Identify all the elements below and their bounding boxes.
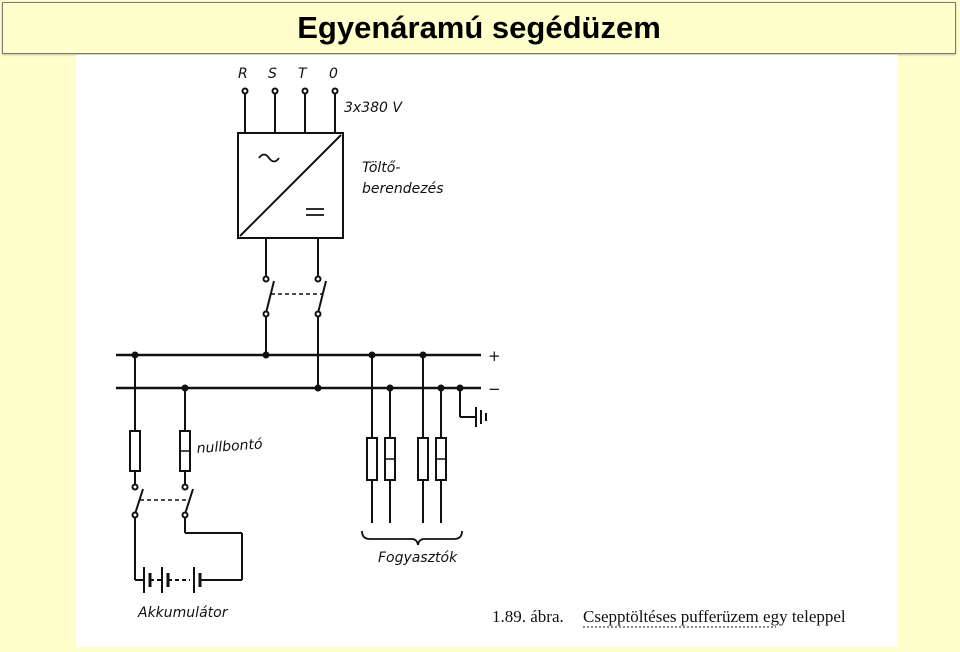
- circuit-diagram: R S T 0 3x380 V Töltő- berendezés + − nu…: [76, 55, 898, 647]
- slide-title-bar: Egyenáramú segédüzem: [2, 2, 956, 54]
- consumer-branches: [361, 355, 463, 546]
- fuse-label: nullbontó: [196, 436, 263, 457]
- phase-label-t: T: [298, 66, 308, 82]
- charger-switch: [262, 238, 327, 388]
- ground-connection: [459, 388, 487, 427]
- battery-branch: [129, 355, 243, 581]
- caption-number: 1.89. ábra.: [492, 607, 564, 626]
- minus-label: −: [488, 380, 501, 398]
- phase-inputs: [241, 87, 339, 133]
- supply-voltage-label: 3x380 V: [344, 100, 403, 116]
- caption-text: Csepptöltéses pufferüzem egy teleppel: [583, 607, 846, 626]
- phase-label-s: S: [268, 66, 277, 82]
- bus-bars: [116, 353, 481, 390]
- consumers-label: Fogyasztók: [378, 550, 458, 566]
- battery-cells: [143, 567, 206, 593]
- charger-box: [237, 132, 344, 239]
- phase-label-r: R: [238, 66, 248, 82]
- slide-title: Egyenáramú segédüzem: [297, 10, 661, 45]
- battery-label: Akkumulátor: [137, 605, 229, 621]
- charger-label-line1: Töltő-: [362, 160, 400, 176]
- phase-label-0: 0: [329, 66, 338, 82]
- plus-label: +: [488, 347, 501, 365]
- junction-dots: [131, 351, 464, 392]
- charger-label-line2: berendezés: [362, 181, 444, 197]
- circuit-diagram-svg: R S T 0 3x380 V Töltő- berendezés + − nu…: [116, 66, 846, 628]
